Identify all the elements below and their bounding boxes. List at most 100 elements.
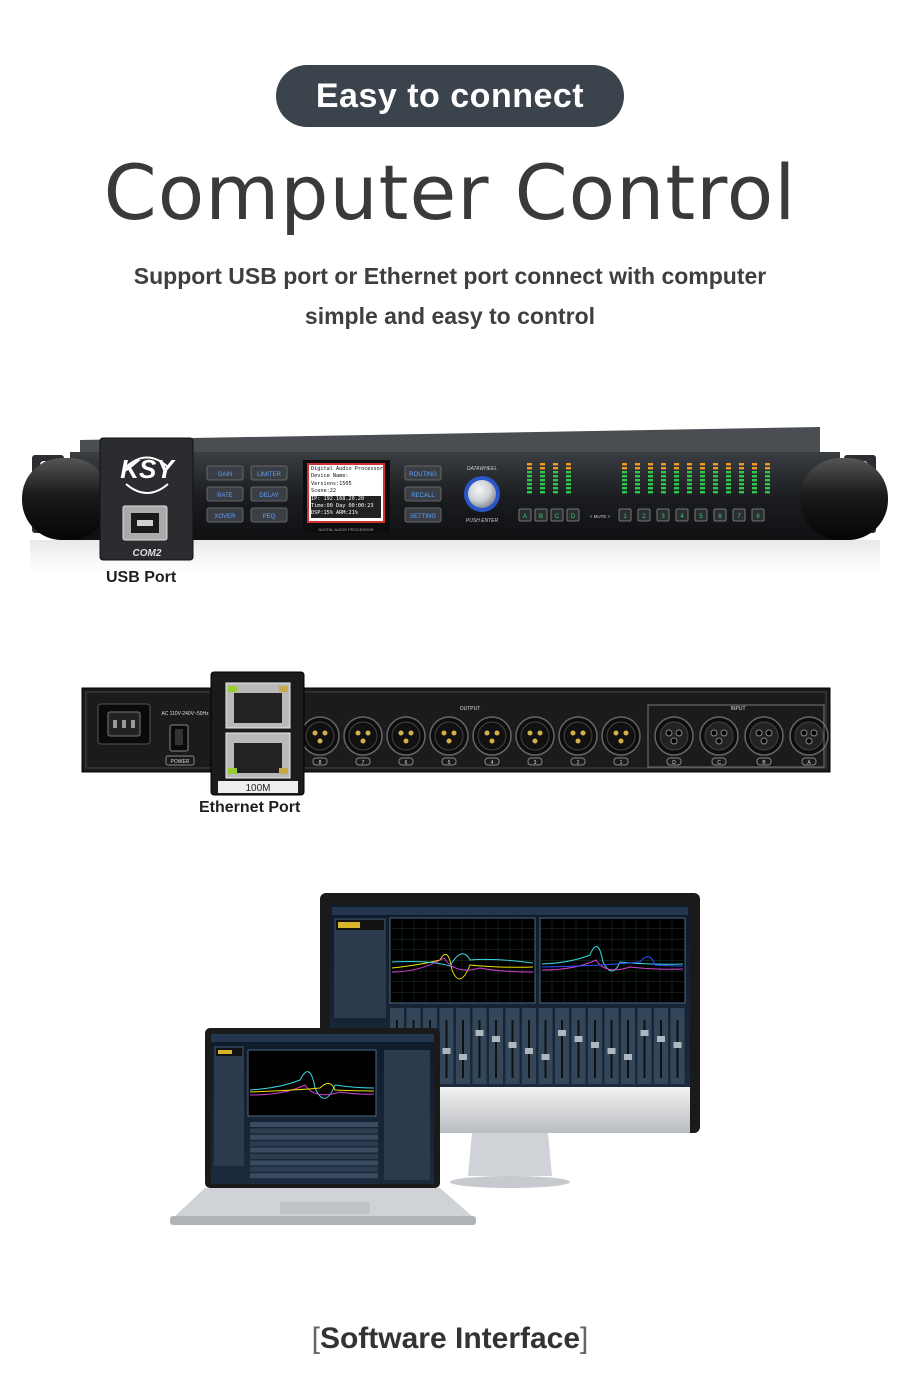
gain-button[interactable]: GAIN [218,472,233,478]
usb-port-caption: USB Port [106,569,177,586]
meter-led [687,483,692,486]
meter-led [661,479,666,482]
input-mute-button[interactable] [534,508,548,522]
meter-led [687,471,692,474]
peq-button[interactable]: PEQ [263,514,276,520]
xlr-pin [312,730,318,736]
meter-led [566,479,571,482]
meter-led [540,467,545,470]
meter-led [765,467,770,470]
meter-led [648,463,653,466]
xlr-label-frame [801,757,817,766]
output-mute-button-label: 4 [680,514,684,520]
meter-led [713,471,718,474]
xlr-pin [365,730,371,736]
xlr-pin [805,737,813,745]
meter-led [674,467,679,470]
meter-led [752,483,757,486]
limiter-button[interactable]: LIMITER [257,472,281,478]
meter-led [540,491,545,494]
meter-led [726,479,731,482]
routing-table-row [250,1122,378,1127]
meter-led [713,491,718,494]
xlr-channel-label: 7 [362,760,365,766]
input-mute-button[interactable] [566,508,580,522]
xlr-pin [360,738,366,744]
fader-track [478,1020,481,1078]
output-mute-button[interactable] [618,508,632,522]
page-title: Computer Control [103,148,797,237]
meter-led [648,483,653,486]
chassis-top [80,427,820,455]
fader-track [544,1020,547,1078]
output-mute-button-label: 2 [642,514,646,520]
input-mute-button[interactable] [518,508,532,522]
xlr-pin [675,729,683,737]
output-mute-button[interactable] [675,508,689,522]
meter-led [661,475,666,478]
meter-led [661,471,666,474]
lcd-line-3: Versions:1505 [311,480,352,487]
meter-led [700,471,705,474]
delay-button[interactable]: DELAY [259,493,278,499]
xlr-pin [623,730,629,736]
routing-table-row [250,1160,378,1166]
meter-led [635,463,640,466]
rate-button[interactable]: RATE [217,493,233,499]
meter-led [622,491,627,494]
meter-led [661,491,666,494]
fader-track [660,1020,662,1078]
meter-led [648,467,653,470]
xlr-pin [570,730,576,736]
software-interface-caption: [Software Interface] [0,1322,900,1356]
routing-button[interactable]: ROUTING [409,472,437,478]
meter-led [553,471,558,474]
meter-led [527,471,532,474]
meter-led [739,483,744,486]
meter-led [661,487,666,490]
meter-led [687,467,692,470]
xlr-pin [810,729,818,737]
xlr-pin [408,730,414,736]
meter-led [540,475,545,478]
meter-led [700,463,705,466]
meter-led [553,479,558,482]
datawheel-knob [468,480,496,508]
meter-led [713,467,718,470]
meter-led [635,479,640,482]
input-label: INPUT [731,706,746,712]
lcd-line-2: Device Name: [311,473,349,480]
xlr-connector-face [434,721,464,751]
meter-led [674,479,679,482]
output-mute-button[interactable] [751,508,765,522]
output-mute-button[interactable] [656,508,670,522]
meter-led [739,467,744,470]
xlr-pin [575,738,581,744]
xlr-pin [670,737,678,745]
xover-button[interactable]: XOVER [214,514,236,520]
meter-led [713,475,718,478]
xlr-pin [800,729,808,737]
fader-cap [541,1054,550,1060]
recall-button[interactable]: RECALL [411,493,435,499]
ethernet-speed-label: 100M [245,783,270,794]
output-mute-button[interactable] [713,508,727,522]
xlr-connector-face [794,721,824,751]
input-mute-button-label: D [571,514,576,520]
meter-led [700,491,705,494]
xlr-connector-face [305,721,335,751]
output-mute-button[interactable] [694,508,708,522]
meter-led [622,463,627,466]
laptop [170,1028,476,1225]
xlr-channel-label: D [672,760,676,766]
fader-cap [459,1054,467,1060]
setting-button[interactable]: SETTING [410,514,436,520]
output-mute-button[interactable] [732,508,746,522]
input-mute-button[interactable] [550,508,564,522]
meter-led [622,483,627,486]
meter-led [700,483,705,486]
meter-led [622,475,627,478]
output-mute-button[interactable] [637,508,651,522]
